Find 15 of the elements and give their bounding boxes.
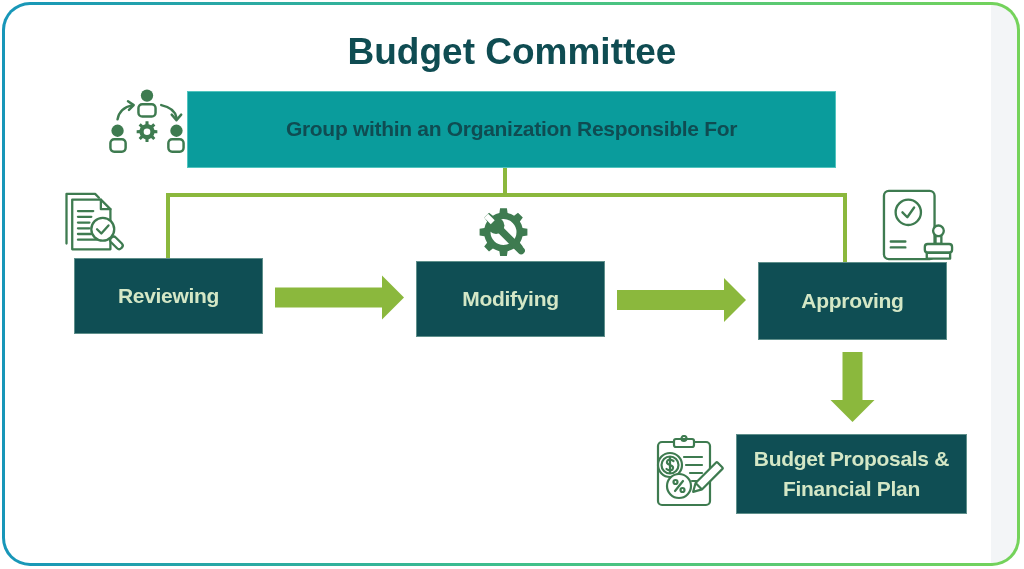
step-label: Reviewing: [117, 282, 220, 309]
block-arrow: [617, 278, 746, 322]
step-label: Budget Proposals & Financial Plan: [752, 445, 951, 502]
process-box: [736, 434, 967, 514]
step-label: Modifying: [462, 285, 559, 312]
connector-line: [503, 168, 847, 262]
process-box: [74, 258, 263, 334]
header-text: Group within an Organization Responsible For: [285, 116, 738, 143]
block-arrow: [830, 352, 875, 422]
step-label: Approving: [801, 287, 904, 314]
block-arrow: [275, 275, 404, 320]
header-box: [187, 91, 836, 168]
process-box: [758, 262, 947, 340]
process-box: [416, 261, 605, 337]
diagram-title: Budget Committee: [347, 30, 677, 74]
